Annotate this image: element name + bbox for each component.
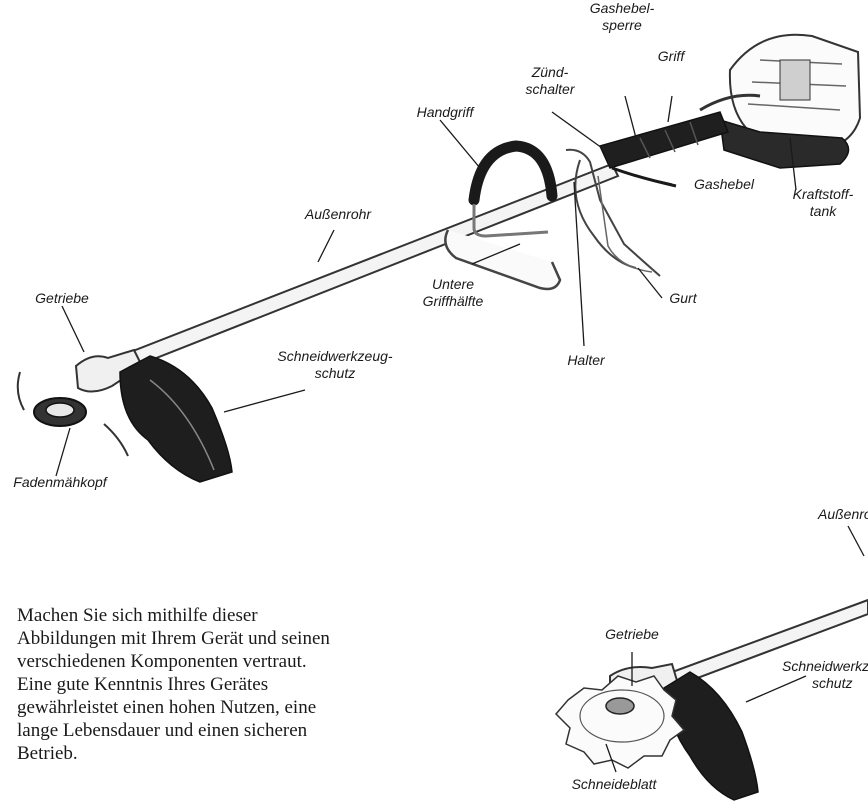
label-griff-text: Griff	[648, 48, 694, 65]
cutting-guard	[120, 356, 232, 482]
label-kraftstofftank-line1: Kraftstoff-	[780, 186, 866, 203]
label-untere-line1: Untere	[408, 276, 498, 293]
label-getriebe-2: Getriebe	[592, 626, 672, 643]
cutting-guard-2	[664, 672, 758, 800]
label-halter: Halter	[556, 352, 616, 369]
label-getriebe: Getriebe	[22, 290, 102, 307]
label-kraftstofftank: Kraftstoff- tank	[780, 186, 866, 220]
label-schneidwerkzeugschutz-2: Schneidwerkzeug- schutz	[782, 658, 868, 692]
trimmer-string-head	[18, 35, 860, 482]
label-gashebelsperre-line2: sperre	[576, 17, 668, 34]
label-gashebelsperre: Gashebel- sperre	[576, 0, 668, 34]
label-aussenrohr-text: Außenrohr	[296, 206, 380, 223]
label-getriebe-text: Getriebe	[22, 290, 102, 307]
label-schneidwerkzeugschutz: Schneidwerkzeug- schutz	[260, 348, 410, 382]
label-aussenrohr: Außenrohr	[296, 206, 380, 223]
label-getriebe-2-text: Getriebe	[592, 626, 672, 643]
label-zuendschalter: Zünd- schalter	[512, 64, 588, 98]
intro-paragraph: Machen Sie sich mithilfe dieser Abbildun…	[17, 604, 337, 765]
label-halter-text: Halter	[556, 352, 616, 369]
label-gurt: Gurt	[660, 290, 706, 307]
label-untere-griffhaelfte: Untere Griffhälfte	[408, 276, 498, 310]
label-zuendschalter-line1: Zünd-	[512, 64, 588, 81]
label-kraftstofftank-line2: tank	[780, 203, 866, 220]
label-griff: Griff	[648, 48, 694, 65]
throttle-grip	[600, 112, 728, 168]
label-fadenmaehkopf-text: Fadenmähkopf	[4, 474, 116, 491]
label-schneideblatt: Schneideblatt	[562, 776, 666, 793]
cutting-blade	[556, 676, 684, 768]
label-schneidwerkzeugschutz-2-line1: Schneidwerkzeug-	[782, 658, 868, 675]
label-gashebel: Gashebel	[682, 176, 766, 193]
label-schneideblatt-text: Schneideblatt	[562, 776, 666, 793]
label-zuendschalter-line2: schalter	[512, 81, 588, 98]
label-aussenrohr-2-text: Außenrohr	[818, 506, 868, 523]
label-handgriff: Handgriff	[408, 104, 482, 121]
label-gashebel-text: Gashebel	[682, 176, 766, 193]
label-gashebelsperre-line1: Gashebel-	[576, 0, 668, 17]
label-untere-line2: Griffhälfte	[408, 293, 498, 310]
label-fadenmaehkopf: Fadenmähkopf	[4, 474, 116, 491]
label-schneidwerkzeugschutz-line2: schutz	[260, 365, 410, 382]
label-schneidwerkzeugschutz-line1: Schneidwerkzeug-	[260, 348, 410, 365]
label-gurt-text: Gurt	[660, 290, 706, 307]
label-aussenrohr-2: Außenrohr	[818, 506, 868, 523]
label-schneidwerkzeugschutz-2-line2: schutz	[782, 675, 868, 692]
label-handgriff-text: Handgriff	[408, 104, 482, 121]
